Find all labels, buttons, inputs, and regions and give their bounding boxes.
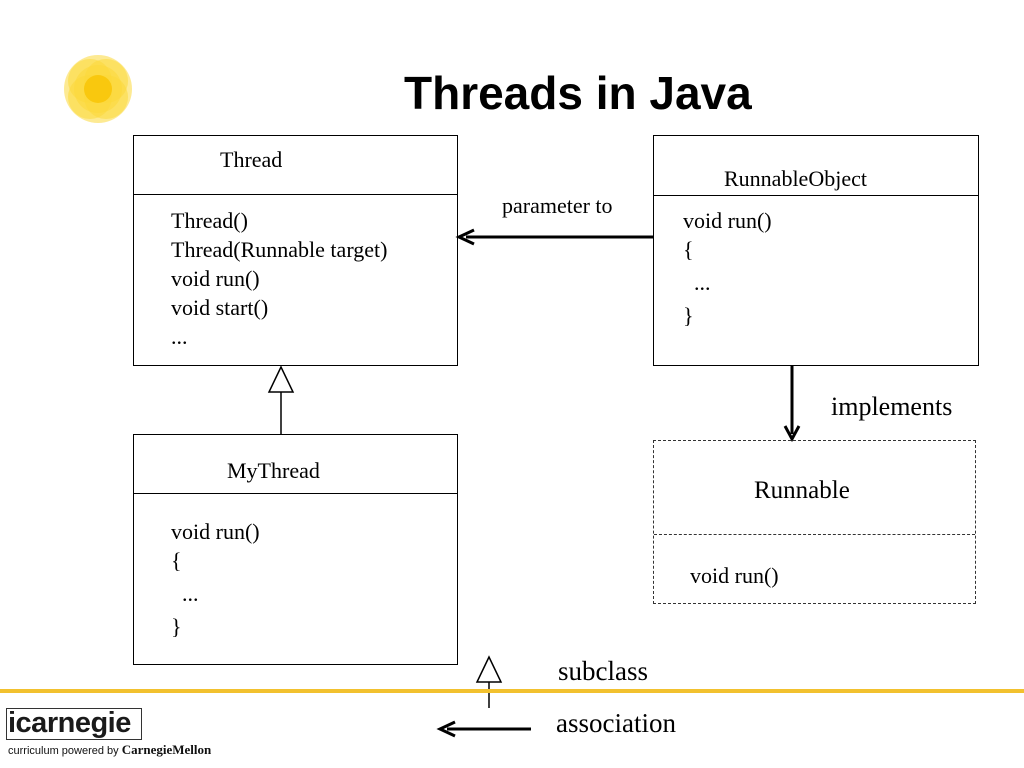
thread-class-members: Thread() Thread(Runnable target) void ru…	[171, 206, 387, 351]
logo-wordmark: icarnegie	[8, 707, 131, 739]
mythread-class-name: MyThread	[227, 458, 320, 483]
sun-icon	[64, 55, 132, 123]
thread-class-box: Thread Thread() Thread(Runnable target) …	[133, 135, 458, 366]
parameter-to-arrow	[455, 228, 653, 246]
thread-member: Thread()	[171, 208, 248, 233]
runnable-object-class-name: RunnableObject	[724, 166, 867, 191]
mythread-member: ...	[171, 581, 199, 606]
carnegie-mellon-wordmark: CarnegieMellon	[121, 742, 212, 757]
subclass-arrow	[267, 365, 295, 434]
thread-class-divider	[134, 194, 457, 195]
mythread-member: }	[171, 614, 182, 639]
runnable-interface-members: void run()	[690, 561, 779, 590]
legend-subclass-label: subclass	[558, 656, 648, 686]
mythread-class-members: void run() { ... }	[171, 517, 260, 641]
runnable-object-class-divider	[654, 195, 978, 196]
mythread-class-divider	[134, 493, 457, 494]
runnable-object-class-members: void run() { ... }	[683, 206, 772, 330]
runnable-interface-name: Runnable	[754, 477, 850, 504]
runnable-interface-divider	[654, 534, 975, 535]
thread-member: void run()	[171, 266, 260, 291]
mythread-member: {	[171, 548, 182, 573]
thread-class-name: Thread	[220, 147, 283, 172]
parameter-to-label: parameter to	[502, 193, 613, 218]
mythread-class-box: MyThread void run() { ... }	[133, 434, 458, 665]
thread-member: Thread(Runnable target)	[171, 237, 388, 262]
thread-member: void start()	[171, 295, 269, 320]
powered-by-label: curriculum powered by	[8, 745, 119, 757]
slide-title: Threads in Java	[404, 67, 752, 119]
icarnegie-logo: icarnegie	[6, 708, 142, 740]
footer-accent-line	[0, 689, 1024, 693]
runnable-object-class-box: RunnableObject void run() { ... }	[653, 135, 979, 366]
legend-subclass-arrow	[475, 655, 503, 708]
runnable-member: void run()	[690, 563, 779, 588]
mythread-member: void run()	[171, 519, 260, 544]
legend-association-label: association	[556, 708, 676, 738]
implements-arrow	[783, 366, 801, 443]
runnable-interface-box: Runnable void run()	[653, 440, 976, 604]
legend-association-arrow	[436, 720, 531, 738]
runnable-object-member: {	[683, 237, 694, 262]
thread-member: ...	[171, 324, 188, 349]
runnable-object-member: ...	[683, 270, 711, 295]
implements-label: implements	[831, 392, 953, 421]
runnable-object-member: }	[683, 303, 694, 328]
powered-by-text: curriculum powered by CarnegieMellon	[8, 742, 211, 758]
runnable-object-member: void run()	[683, 208, 772, 233]
